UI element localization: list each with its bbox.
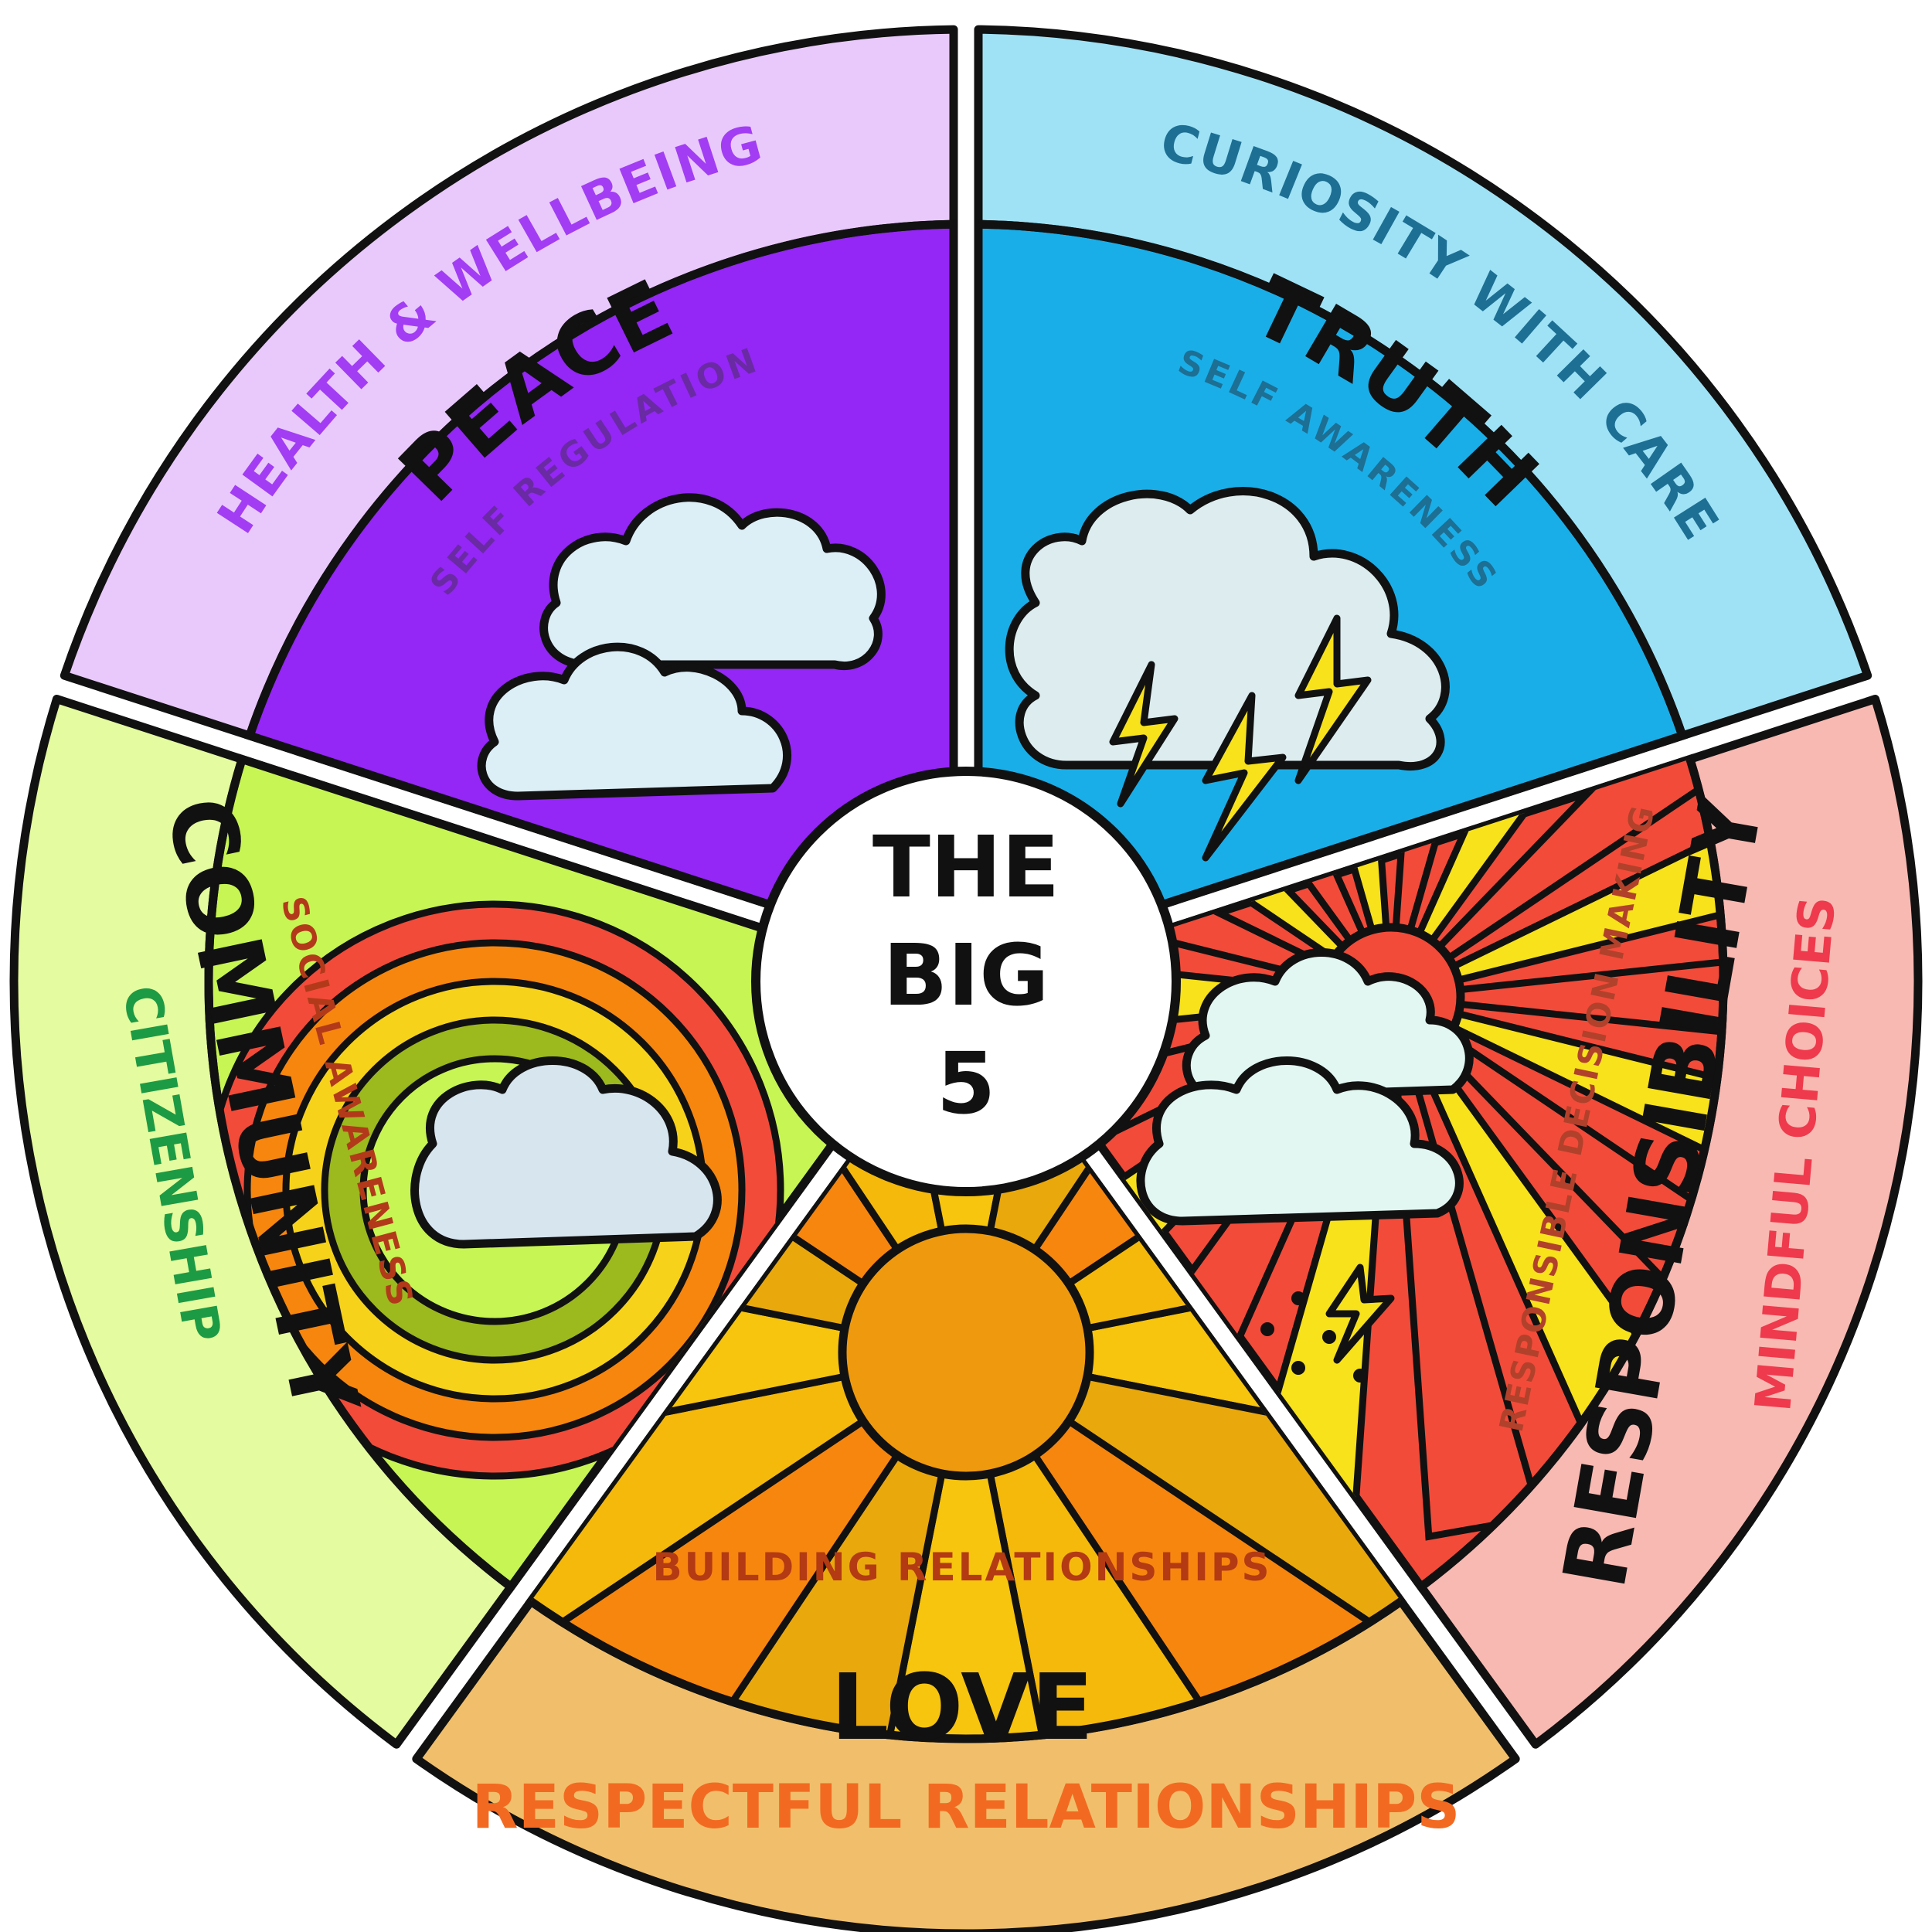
clouds-icon [477,493,886,801]
center-hub: THE BIG 5 [751,767,1181,1196]
love-inner-label: BUILDING RELATIONSHIPS [652,1545,1271,1590]
center-line-2: BIG [883,926,1049,1025]
center-line-1: THE [872,818,1060,917]
love-outer-label: RESPECTFUL RELATIONSHIPS [472,1773,1461,1842]
segment-truth: CURIOSITY WITH CARE TRUTH SELF AWARENESS [974,25,1872,910]
segment-community: CITIZENSHIP COMMUNITY SOCIAL AWARENESS [9,695,838,1749]
rainbow-cloud-icon [208,900,784,1480]
love-title: LOVE [831,1654,1094,1760]
center-line-3: 5 [937,1034,996,1133]
storm-cloud-lightning-icon [1005,487,1450,862]
